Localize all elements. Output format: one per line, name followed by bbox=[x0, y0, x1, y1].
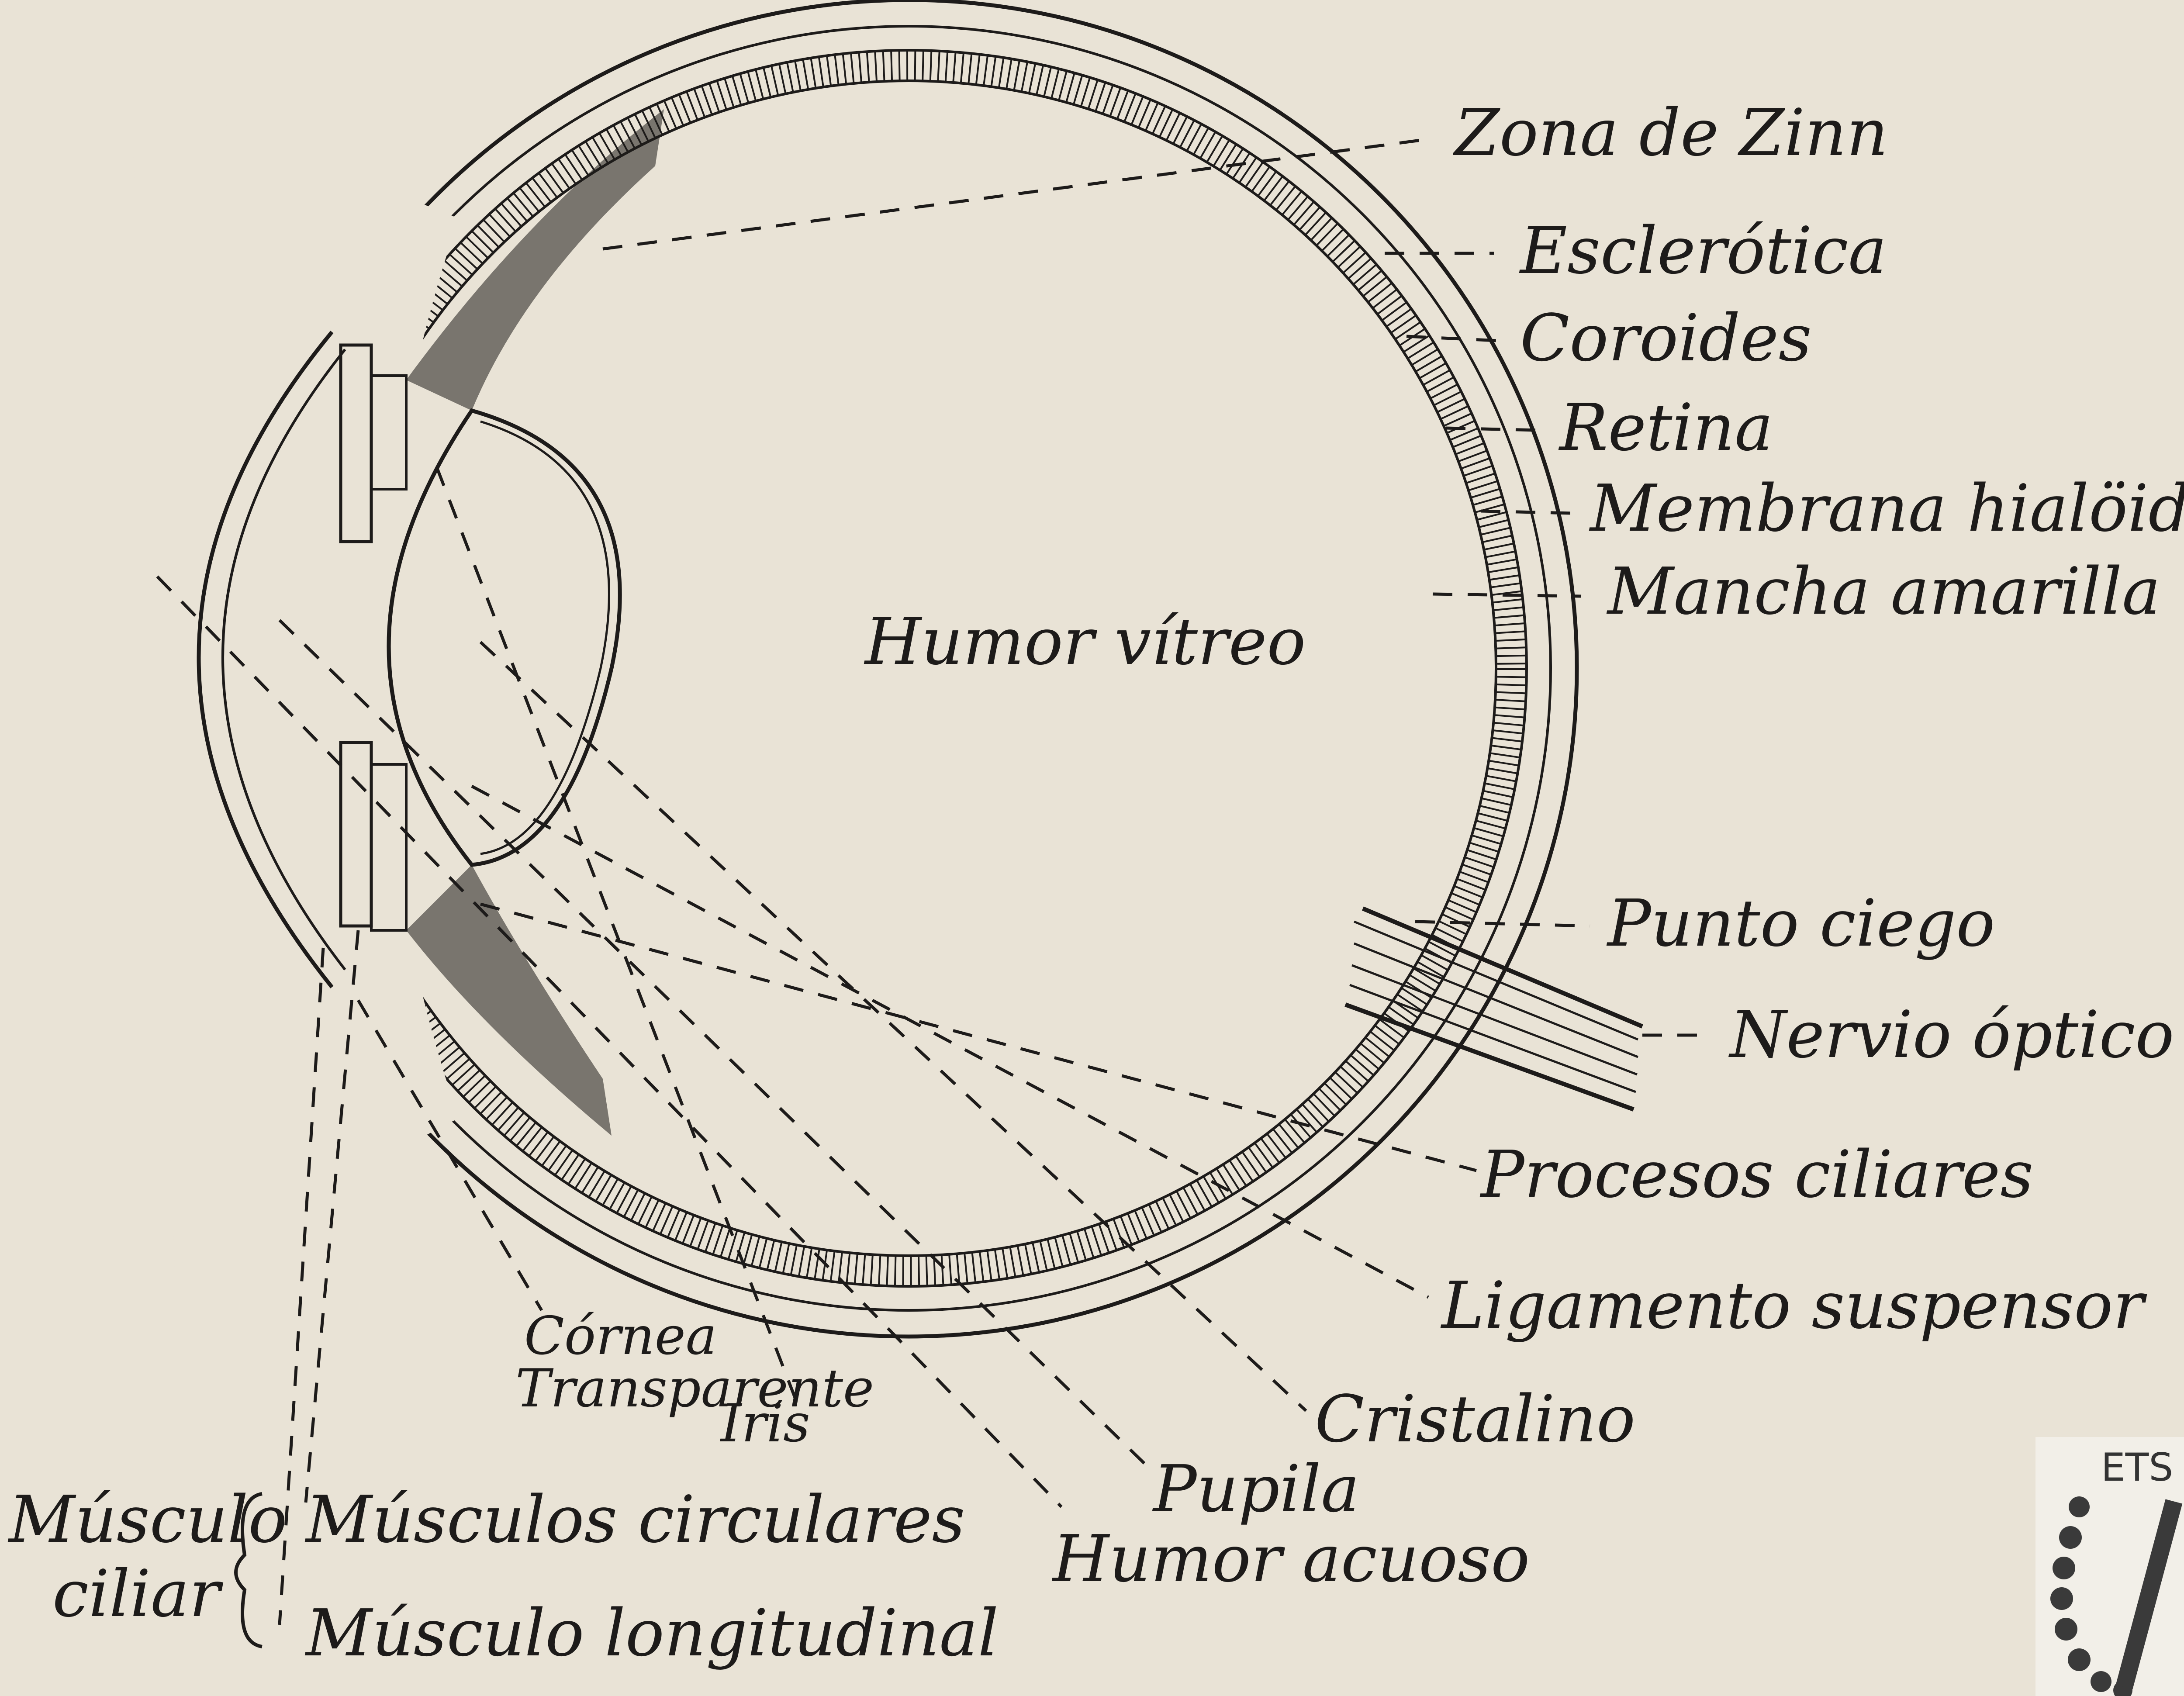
label-ligamento-suspensor: Ligamento suspensor bbox=[1440, 1268, 2147, 1343]
label-pupila: Pupila bbox=[1152, 1451, 1360, 1527]
label-esclerotica: Esclerótica bbox=[1519, 213, 1887, 288]
label-cristalino: Cristalino bbox=[1315, 1382, 1635, 1457]
label-musculo-longitudinal: Músculo longitudinal bbox=[304, 1596, 999, 1671]
label-punto-ciego: Punto ciego bbox=[1606, 886, 1995, 961]
label-humor-acuoso: Humor acuoso bbox=[1051, 1521, 1530, 1596]
leader-retina bbox=[1446, 428, 1538, 430]
label-humor-vitreo: Humor vítreo bbox=[864, 604, 1306, 679]
label-membrana-hialoidea: Membrana hialöidea bbox=[1589, 471, 2184, 546]
label-coroides: Coroides bbox=[1520, 301, 1812, 376]
label-zona-de-zinn: Zona de Zinn bbox=[1453, 95, 1888, 170]
label-musculo-ciliar-2: ciliar bbox=[52, 1556, 224, 1631]
label-musculo-ciliar-1: Músculo bbox=[7, 1482, 287, 1557]
library-stamp: ETS bbox=[2035, 1437, 2184, 1696]
label-iris: Iris bbox=[720, 1393, 810, 1454]
label-nervio-optico: Nervio óptico bbox=[1728, 997, 2174, 1072]
label-transparente: Transparente bbox=[515, 1358, 874, 1419]
label-procesos-ciliares: Procesos ciliares bbox=[1479, 1137, 2033, 1212]
label-retina: Retina bbox=[1558, 390, 1773, 465]
leader-membrana-hialoidea bbox=[1481, 511, 1572, 513]
label-mancha-amarilla: Mancha amarilla bbox=[1606, 554, 2160, 629]
label-cornea: Córnea bbox=[524, 1306, 717, 1367]
label-musculos-circulares: Músculos circulares bbox=[304, 1482, 965, 1557]
stamp-text: ETS bbox=[2101, 1445, 2173, 1490]
